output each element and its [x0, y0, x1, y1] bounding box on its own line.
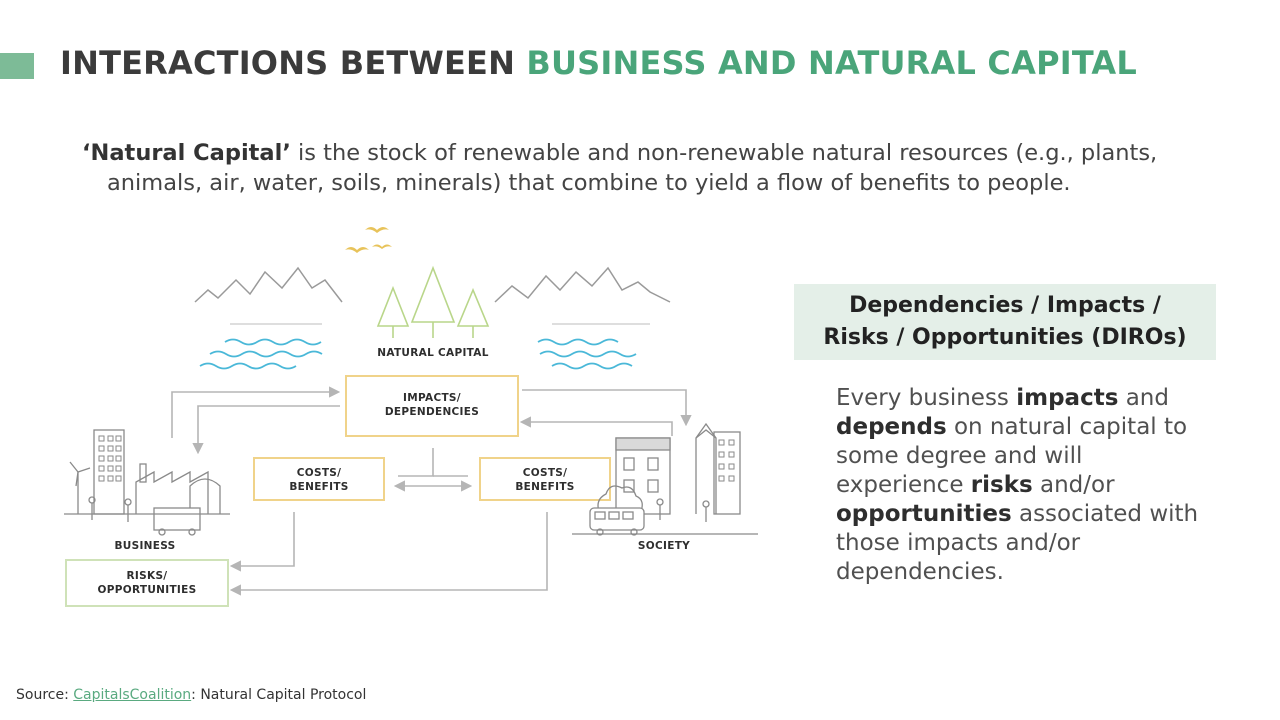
- water-left-icon: [199, 338, 323, 370]
- desc-text-3: on natural capital to some degree and wi…: [836, 414, 1188, 498]
- natural-capital-label: NATURAL CAPITAL: [377, 347, 488, 359]
- intro-line-2: animals, air, water, soils, minerals) th…: [107, 170, 1071, 196]
- costs-benefits-box-right: [479, 457, 611, 501]
- business-natural-capital-diagram: NATURAL CAPITAL IMPACTS/ DEPENDENCIES CO…: [64, 227, 758, 607]
- trees-icon: [376, 265, 490, 338]
- title-accent-bar: [0, 53, 34, 79]
- mountains-right-icon: [494, 266, 671, 303]
- intro-line-1: is the stock of renewable and non-renewa…: [290, 140, 1158, 166]
- diro-heading: Dependencies / Impacts / Risks / Opportu…: [823, 290, 1186, 354]
- source-suffix: : Natural Capital Protocol: [191, 687, 367, 703]
- risks-box-line-1: RISKS/: [127, 570, 168, 582]
- diro-description: Every business impacts and depends on na…: [836, 384, 1216, 587]
- diro-heading-box: Dependencies / Impacts / Risks / Opportu…: [794, 284, 1216, 360]
- desc-text-2: and: [1118, 385, 1169, 411]
- diro-heading-line-2: Risks / Opportunities (DIROs): [823, 325, 1187, 350]
- impacts-box-line-1: IMPACTS/: [403, 392, 461, 404]
- desc-text-4: and/or: [1032, 472, 1115, 498]
- business-illustration-icon: [64, 429, 230, 536]
- risks-opportunities-box: [65, 559, 229, 607]
- costs-left-line-1: COSTS/: [297, 467, 342, 479]
- desc-text-1: Every business: [836, 385, 1017, 411]
- source-prefix: Source:: [16, 687, 74, 703]
- costs-left-line-2: BENEFITS: [289, 481, 348, 493]
- costs-right-line-2: BENEFITS: [515, 481, 574, 493]
- intro-bold-term: ‘Natural Capital’: [82, 140, 291, 166]
- desc-bold-risks: risks: [970, 472, 1033, 498]
- society-illustration-icon: [572, 422, 758, 536]
- source-citation: Source: CapitalsCoalition: Natural Capit…: [16, 687, 366, 703]
- impacts-dependencies-box: [345, 375, 519, 437]
- costs-right-line-1: COSTS/: [523, 467, 568, 479]
- desc-bold-impacts: impacts: [1016, 385, 1119, 411]
- desc-text-5: associated with those impacts and/or dep…: [836, 501, 1199, 585]
- risks-box-line-2: OPPORTUNITIES: [98, 584, 197, 596]
- impacts-box-line-2: DEPENDENCIES: [385, 406, 479, 418]
- flow-arrows: [171, 386, 692, 596]
- diro-heading-line-1: Dependencies / Impacts /: [849, 293, 1161, 318]
- desc-bold-depends: depends: [836, 414, 947, 440]
- desc-bold-opportunities: opportunities: [836, 501, 1012, 527]
- capitals-coalition-link[interactable]: CapitalsCoalition: [73, 687, 192, 703]
- society-label: SOCIETY: [638, 540, 690, 552]
- business-label: BUSINESS: [114, 540, 175, 552]
- mountains-left-icon: [194, 266, 343, 303]
- water-right-icon: [537, 338, 637, 370]
- title-part-2: BUSINESS AND NATURAL CAPITAL: [526, 44, 1137, 82]
- intro-text: ‘Natural Capital’ is the stock of renewa…: [82, 138, 1222, 198]
- birds-icon: [345, 227, 392, 253]
- costs-benefits-box-left: [253, 457, 385, 501]
- title-part-1: INTERACTIONS BETWEEN: [60, 44, 527, 82]
- page-title: INTERACTIONS BETWEEN BUSINESS AND NATURA…: [60, 44, 1137, 82]
